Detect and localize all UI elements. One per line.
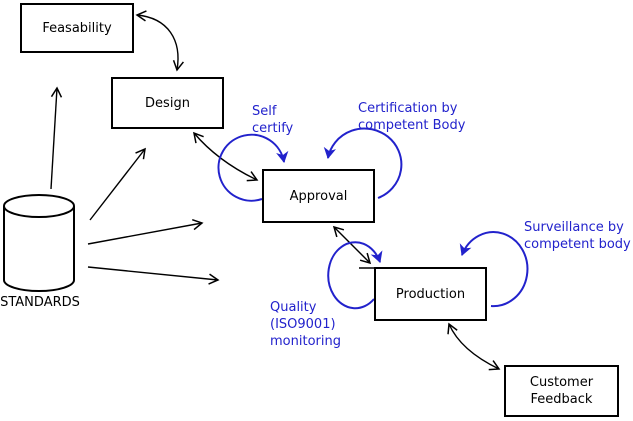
annotation-self-certify: Self certify bbox=[252, 103, 293, 137]
node-production-label: Production bbox=[395, 286, 466, 302]
annotation-self-certify-line2: certify bbox=[252, 121, 294, 136]
node-approval-label: Approval bbox=[289, 188, 348, 204]
annotation-certification-line1: Certification by bbox=[358, 101, 458, 116]
loop-surveillance bbox=[459, 231, 529, 308]
node-approval: Approval bbox=[262, 169, 375, 223]
annotation-self-certify-line1: Self bbox=[252, 104, 277, 119]
node-production: Production bbox=[374, 267, 487, 321]
node-customer-feedback: Customer Feedback bbox=[504, 365, 619, 417]
annotation-quality-line2: (ISO9001) bbox=[270, 317, 336, 332]
node-design: Design bbox=[111, 77, 224, 129]
node-design-label: Design bbox=[145, 95, 190, 111]
annotation-surveillance-line1: Surveillance by bbox=[524, 220, 624, 235]
annotation-quality-line1: Quality bbox=[270, 300, 317, 315]
annotation-quality-line3: monitoring bbox=[270, 334, 341, 349]
loop-quality-monitoring bbox=[327, 241, 383, 310]
annotation-quality-monitoring: Quality (ISO9001) monitoring bbox=[270, 299, 341, 350]
loop-certification bbox=[323, 127, 403, 199]
node-feasability-label: Feasability bbox=[42, 20, 112, 36]
node-customer-feedback-label-line1: Customer bbox=[529, 375, 594, 390]
loop-self-certify bbox=[217, 133, 289, 202]
annotation-certification: Certification by competent Body bbox=[358, 100, 465, 134]
node-customer-feedback-label-line2: Feedback bbox=[530, 392, 593, 407]
edge-standards-design bbox=[89, 147, 146, 221]
standards-cylinder-shape bbox=[3, 194, 75, 292]
annotation-surveillance-line2: competent body bbox=[524, 237, 631, 252]
annotation-certification-line2: competent Body bbox=[358, 118, 466, 133]
edge-approval-production bbox=[332, 225, 372, 265]
edge-production-customer-feedback bbox=[447, 322, 501, 371]
edge-feasability-design bbox=[135, 10, 184, 72]
annotation-surveillance: Surveillance by competent body bbox=[524, 219, 631, 253]
edge-standards-production bbox=[87, 266, 220, 285]
edge-standards-approval bbox=[87, 219, 204, 245]
node-feasability: Feasability bbox=[20, 3, 134, 53]
edge-standards-feasability bbox=[50, 86, 63, 190]
standards-label: STANDARDS bbox=[0, 295, 80, 310]
edge-design-approval bbox=[193, 131, 259, 182]
